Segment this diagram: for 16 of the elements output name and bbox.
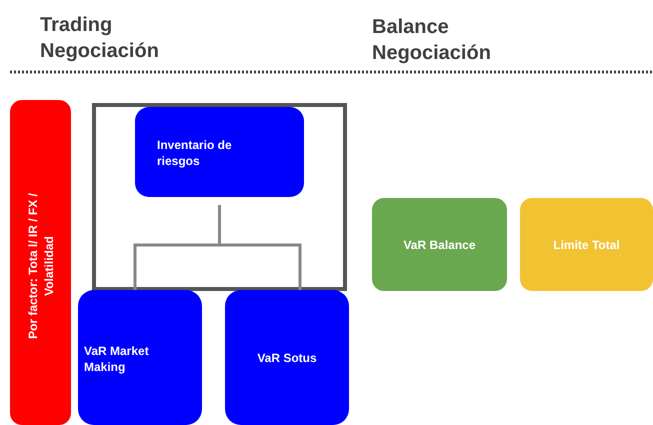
section-heading: Trading Negociación [40, 13, 160, 64]
box-label: VaR Balance [402, 236, 477, 252]
factor-bar [10, 100, 71, 425]
process-box [78, 290, 202, 425]
box-label: Por factor: Tota l/ IR / FX / Volatilidad [24, 192, 56, 341]
section-heading: Balance Negociación [372, 15, 492, 66]
box-label: Inventario de riesgos [157, 137, 233, 169]
grouping-frame [92, 103, 347, 291]
process-box [372, 198, 507, 291]
connector-line [218, 205, 302, 290]
process-box [135, 107, 304, 197]
box-label: Limite Total [552, 236, 621, 252]
box-label: VaR Sotus [256, 350, 318, 366]
process-box [225, 290, 349, 425]
box-label: VaR Market Making [84, 343, 150, 375]
process-box [520, 198, 653, 291]
